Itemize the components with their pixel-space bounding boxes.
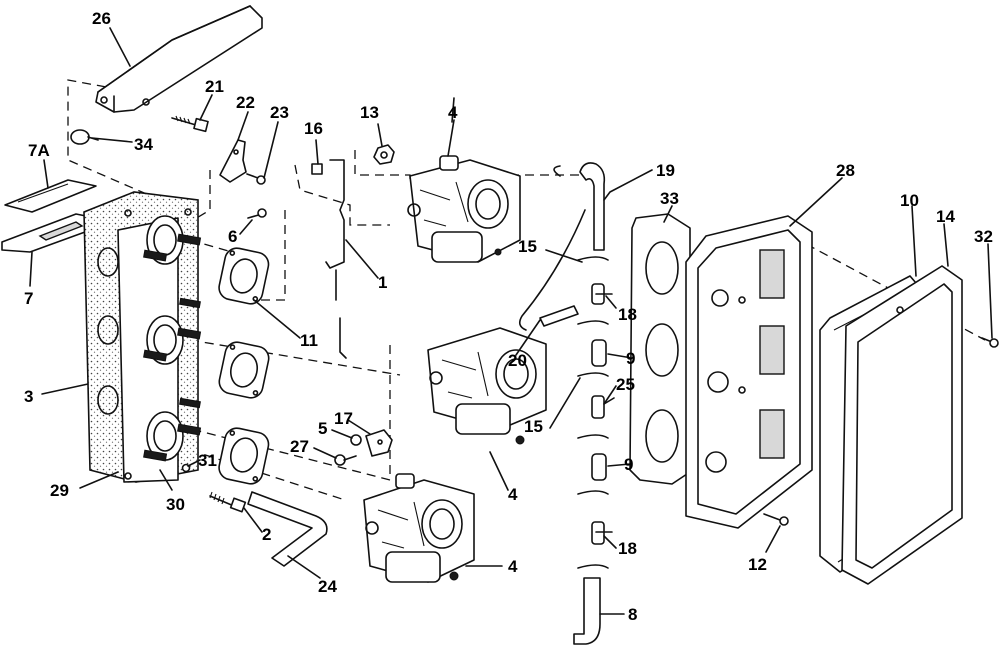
- callout-14: 14: [936, 207, 955, 226]
- callout-24: 24: [318, 577, 337, 596]
- callout-4-top: 4: [448, 103, 458, 122]
- alignment-lines: [67, 79, 986, 501]
- callout-28: 28: [836, 161, 855, 180]
- bracket-part-17: [365, 429, 393, 457]
- callout-23: 23: [270, 103, 289, 122]
- callout-17: 17: [334, 409, 353, 428]
- washer-part-5: [350, 434, 362, 446]
- callout-32: 32: [974, 227, 993, 246]
- leader-lines: [29, 27, 993, 615]
- nut-part-13: [373, 144, 395, 165]
- sleeve-part-9-mid: [591, 453, 607, 481]
- callout-2: 2: [262, 525, 271, 544]
- hose-part-8: [573, 577, 601, 645]
- silencer-base-part-28: [685, 215, 813, 529]
- reed-block-part-7: [1, 213, 97, 253]
- callout-27: 27: [290, 437, 309, 456]
- screw-part-32: [981, 337, 999, 348]
- linkage-rods-part-1: [325, 159, 347, 359]
- carburetor-top-part-4: [407, 155, 521, 263]
- callout-19: 19: [656, 161, 675, 180]
- callout-labels: 26 21 22 23 34 7A 7 6 3 11 16 13 4 1 29 …: [24, 9, 993, 624]
- screw-part-6: [247, 208, 267, 219]
- callout-6: 6: [228, 227, 237, 246]
- callout-20: 20: [508, 351, 527, 370]
- bolt-part-2: [209, 491, 247, 513]
- callout-25: 25: [616, 375, 635, 394]
- callout-7a: 7A: [28, 141, 50, 160]
- callout-4-mid: 4: [508, 485, 518, 504]
- screw-part-12: [763, 513, 789, 526]
- callout-10: 10: [900, 191, 919, 210]
- callout-34: 34: [134, 135, 153, 154]
- callout-26: 26: [92, 9, 111, 28]
- plug-part-34: [70, 129, 99, 145]
- bracket-part-22: [219, 139, 247, 183]
- callout-16: 16: [304, 119, 323, 138]
- callout-15-top: 15: [518, 237, 537, 256]
- gasket-part-33: [629, 213, 691, 485]
- silencer-cover-part-14: [841, 265, 963, 585]
- clip-part-16: [311, 163, 323, 175]
- callout-15-mid: 15: [524, 417, 543, 436]
- callout-33: 33: [660, 189, 679, 208]
- screw-part-23: [246, 173, 266, 185]
- callout-31: 31: [198, 451, 217, 470]
- callout-1: 1: [378, 273, 387, 292]
- fitting-part-18-top: [591, 283, 613, 305]
- screw-part-27: [334, 454, 357, 466]
- callout-11: 11: [300, 331, 318, 350]
- callout-12: 12: [748, 555, 767, 574]
- callout-29: 29: [50, 481, 69, 500]
- fittings-column: [577, 256, 615, 569]
- callout-7: 7: [24, 289, 33, 308]
- fitting-part-25: [591, 395, 615, 419]
- callout-21: 21: [205, 77, 224, 96]
- callout-9-mid: 9: [624, 455, 633, 474]
- fuel-hose-part-19: [553, 162, 606, 251]
- callout-9-top: 9: [626, 349, 635, 368]
- callout-30: 30: [166, 495, 185, 514]
- callout-3: 3: [24, 387, 33, 406]
- sleeve-part-9-top: [591, 339, 607, 367]
- callout-8: 8: [628, 605, 637, 624]
- fitting-part-18-bottom: [591, 521, 613, 545]
- callout-18-bottom: 18: [618, 539, 637, 558]
- hose-part-24: [247, 491, 328, 567]
- gasket-part-11: [218, 247, 270, 485]
- callout-22: 22: [236, 93, 255, 112]
- intake-manifold-part-3: [83, 191, 202, 483]
- fuel-line-part-20: [518, 209, 586, 331]
- air-silencer-part-26: [95, 5, 263, 113]
- carburetor-bottom-part-4: [363, 473, 475, 583]
- bolt-part-21: [171, 115, 209, 133]
- callout-5: 5: [318, 419, 327, 438]
- callout-4-bottom: 4: [508, 557, 518, 576]
- callout-13: 13: [360, 103, 379, 122]
- callout-18-top: 18: [618, 305, 637, 324]
- reed-plate-part-7a: [4, 179, 97, 213]
